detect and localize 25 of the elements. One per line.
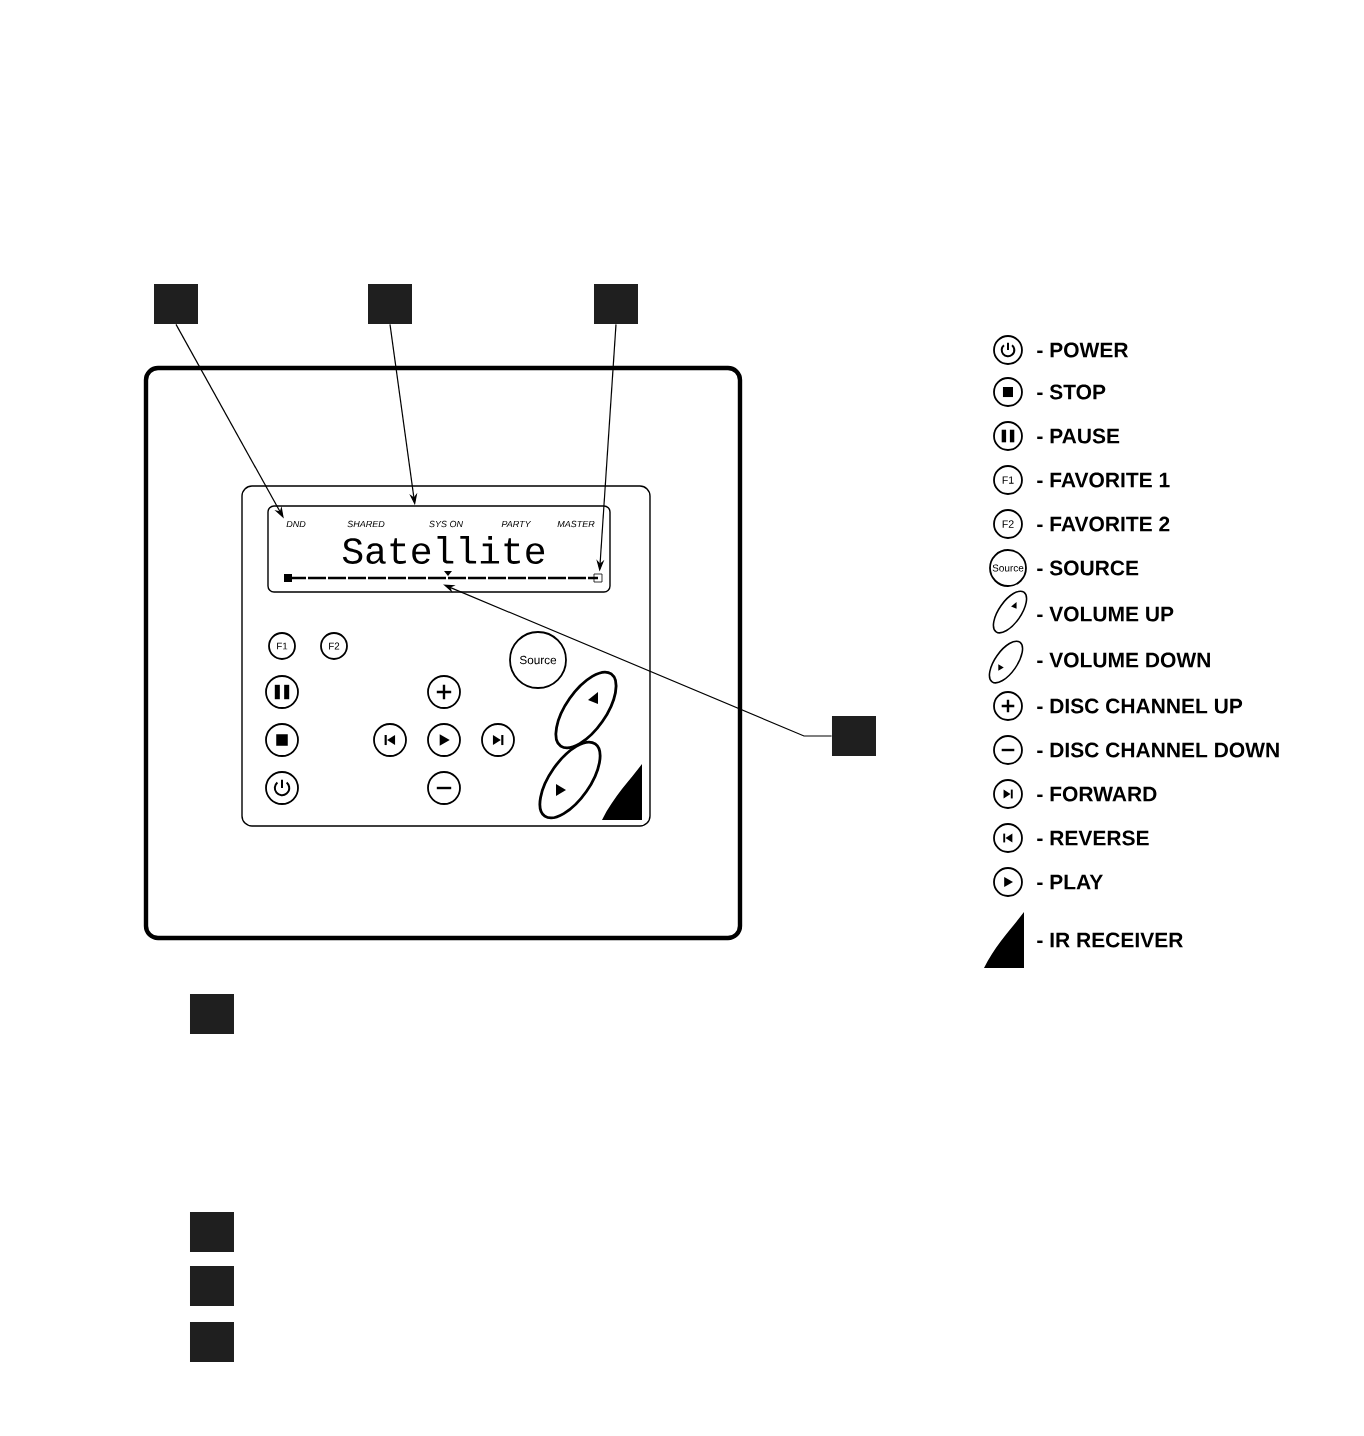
display-window xyxy=(267,505,611,593)
legend-text: - DISC CHANNEL UP xyxy=(1037,698,1243,714)
callout-box xyxy=(190,994,234,1034)
legend-text: - SOURCE xyxy=(1037,560,1139,576)
legend-text: - REVERSE xyxy=(1037,830,1149,846)
legend-text: - PLAY xyxy=(1037,874,1103,890)
legend-text: - VOLUME UP xyxy=(1037,606,1174,622)
legend-text: - IR RECEIVER xyxy=(1037,932,1183,948)
legend-text: - FAVORITE 2 xyxy=(1037,516,1170,532)
legend-text: - VOLUME DOWN xyxy=(1037,652,1210,668)
callout-box xyxy=(832,716,876,756)
legend-text: - DISC CHANNEL DOWN xyxy=(1037,742,1279,758)
callout-box xyxy=(190,1212,234,1252)
callout-box xyxy=(190,1266,234,1306)
legend-text: - POWER xyxy=(1037,342,1129,358)
legend-text: - STOP xyxy=(1037,384,1106,400)
display-text: Satellite xyxy=(342,536,545,564)
legend-text: - FORWARD xyxy=(1037,786,1157,802)
callout-box xyxy=(190,1322,234,1362)
callout-box xyxy=(154,284,198,324)
level-bar xyxy=(284,571,603,583)
legend-text: - FAVORITE 1 xyxy=(1037,472,1170,488)
callout-box xyxy=(368,284,412,324)
legend-text: - PAUSE xyxy=(1037,428,1120,444)
callout-box xyxy=(594,284,638,324)
